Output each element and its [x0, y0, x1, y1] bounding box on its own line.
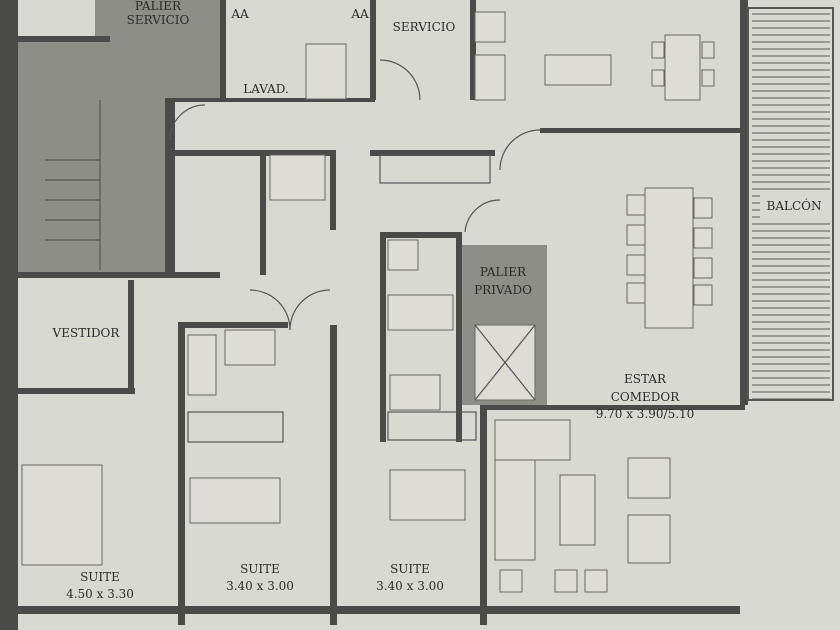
- label-estar-size: 9.70 x 3.90/5.10: [596, 407, 695, 421]
- label-vestidor: VESTIDOR: [52, 326, 121, 340]
- label-estar: ESTAR: [624, 372, 667, 386]
- label-comedor: COMEDOR: [611, 390, 681, 404]
- balcony-label-bg: [760, 192, 830, 218]
- label-palier-servicio-1: PALIER: [135, 0, 182, 13]
- label-suite-2-size: 3.40 x 3.00: [226, 579, 294, 593]
- kitchen-table: [544, 34, 715, 101]
- label-aa-right: AA: [350, 7, 369, 21]
- doors: [169, 59, 541, 331]
- stair-steps: [45, 100, 101, 270]
- label-aa-left: AA: [230, 7, 249, 21]
- label-suite-2: SUITE: [240, 562, 280, 576]
- label-suite-1: SUITE: [80, 570, 120, 584]
- label-palier-servicio-2: SERVICIO: [127, 13, 190, 27]
- dining-table: [626, 187, 713, 329]
- balustrades: [187, 154, 491, 443]
- label-suite-3-size: 3.40 x 3.00: [376, 579, 444, 593]
- label-servicio: SERVICIO: [393, 20, 456, 34]
- palier-servicio-area: [95, 0, 220, 98]
- label-lavadero: LAVAD.: [243, 82, 289, 96]
- sofa-set: [494, 419, 671, 593]
- bathroom-fixtures: [187, 11, 506, 411]
- label-suite-1-size: 4.50 x 3.30: [66, 587, 134, 601]
- walls: [0, 0, 748, 630]
- label-suite-3: SUITE: [390, 562, 430, 576]
- beds: [21, 464, 466, 566]
- label-balcon: BALCÓN: [767, 197, 822, 213]
- label-palier-privado-2: PRIVADO: [474, 283, 532, 297]
- label-palier-privado-1: PALIER: [480, 265, 527, 279]
